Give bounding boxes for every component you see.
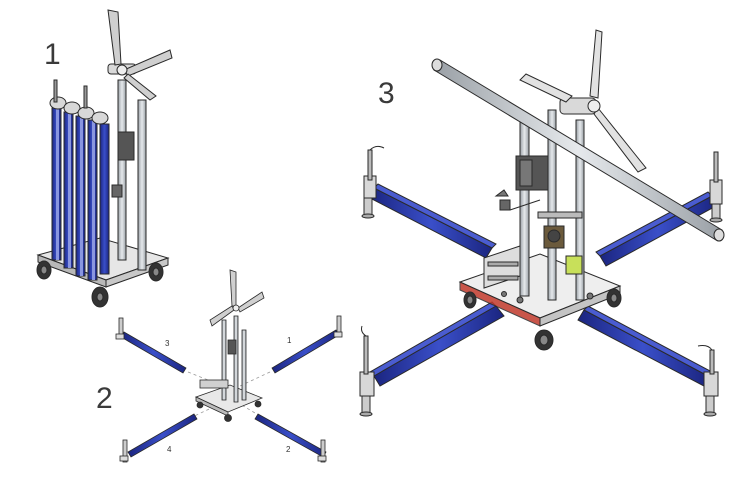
- jack-back-left: [361, 145, 385, 219]
- beam-1: [271, 315, 343, 374]
- mini-turbine: [209, 269, 265, 327]
- rear-mast: [575, 119, 585, 301]
- platform-wheel: [606, 288, 622, 308]
- step-3-label: 3: [378, 77, 395, 110]
- cart-mast: [117, 79, 127, 261]
- tilt-boom: [431, 58, 725, 242]
- leg-label-1: 1: [287, 336, 292, 345]
- step-1-label: 1: [44, 38, 61, 71]
- beam-2: [254, 413, 327, 463]
- arm-back-left: [369, 183, 497, 259]
- turbine-folded: [107, 9, 173, 101]
- folded-beam-stack: [51, 107, 110, 281]
- cart-wheel: [91, 286, 109, 308]
- cart-support-pole: [137, 99, 147, 271]
- leg-label-4: 4: [167, 445, 172, 454]
- beam-4: [119, 413, 198, 463]
- control-box: [117, 131, 135, 161]
- figure-1-folded-cart: [36, 9, 173, 308]
- cart-wheel: [148, 262, 164, 282]
- cross-bracket: [537, 211, 583, 219]
- anemometer: [494, 189, 541, 211]
- mini-cart: [194, 315, 264, 422]
- beam-3: [115, 317, 187, 374]
- secondary-mast: [547, 109, 557, 301]
- figure-3-assembled: [359, 29, 725, 417]
- platform-wheel: [534, 329, 554, 351]
- folded-leg-heads: [49, 79, 109, 125]
- lower-rails: [483, 245, 521, 289]
- gearbox: [543, 225, 565, 249]
- jack-front-left: [359, 325, 375, 417]
- step-2-label: 2: [96, 382, 113, 415]
- figure-2-exploded-layout: 1 2 3 4: [115, 269, 343, 463]
- platform-wheel: [463, 291, 477, 309]
- leg-label-3: 3: [165, 339, 170, 348]
- arm-front-left: [369, 301, 505, 387]
- assembled-turbine: [519, 29, 647, 173]
- cart-wheel: [36, 260, 52, 280]
- battery-unit: [565, 255, 583, 275]
- jack-back-right: [709, 151, 723, 223]
- arm-front-right: [577, 305, 713, 387]
- control-box: [515, 155, 549, 191]
- jack-front-right: [697, 345, 719, 417]
- leg-label-2: 2: [286, 445, 291, 454]
